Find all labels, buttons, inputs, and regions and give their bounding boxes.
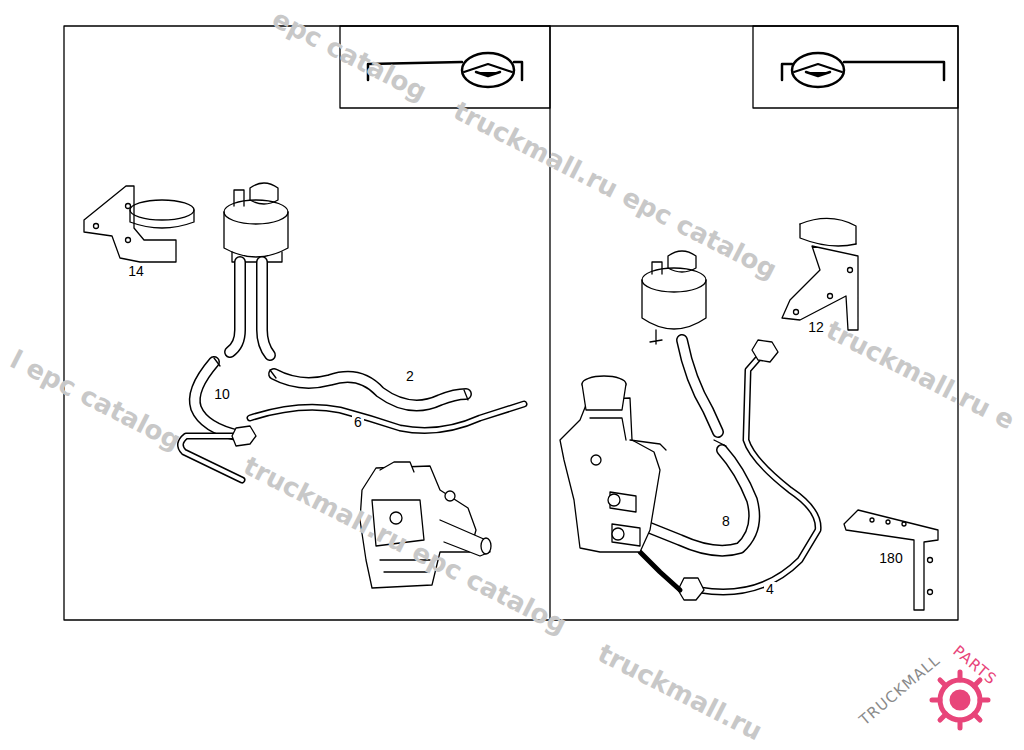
- callout-number: 14: [126, 264, 146, 279]
- watermark: truckmall.ru: [593, 639, 766, 746]
- pipe: [180, 404, 524, 480]
- bracket: [84, 186, 194, 262]
- watermark: truckmall.ru e: [821, 315, 1018, 434]
- callout-number: 6: [352, 415, 364, 430]
- callout-number: 10: [212, 387, 232, 402]
- callout-number: 4: [764, 582, 776, 597]
- steering-gear: [560, 376, 666, 552]
- callout-number: 180: [877, 551, 904, 566]
- bracket: [844, 510, 938, 610]
- oil-reservoir: [642, 251, 706, 344]
- callout-number: 8: [720, 514, 732, 529]
- watermark: l epc catalog: [5, 345, 185, 455]
- hose: [640, 340, 754, 551]
- bracket: [782, 218, 858, 330]
- logo-text: PARTS: [950, 642, 1000, 688]
- callout-number: 2: [404, 369, 416, 384]
- watermark: truckmall.ru epc catalog: [239, 451, 571, 639]
- watermark: epc catalog: [268, 4, 432, 106]
- watermark: truckmall.ru epc catalog: [449, 96, 781, 284]
- oil-reservoir: [224, 183, 288, 262]
- panel-frame: [64, 26, 958, 620]
- callout-number: 12: [806, 320, 826, 335]
- pipe: [640, 340, 818, 600]
- logo-text: TRUCKMALL: [856, 652, 943, 729]
- steering-wheel-icon: [782, 53, 944, 87]
